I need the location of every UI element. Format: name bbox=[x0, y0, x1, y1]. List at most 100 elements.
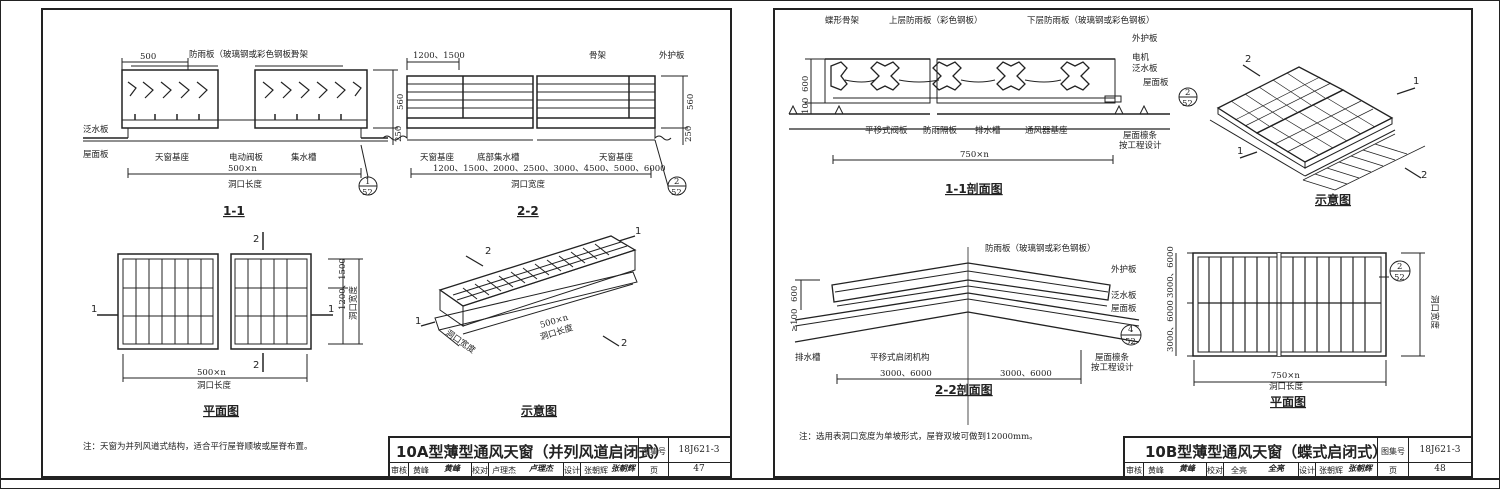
caption-section-1-1: 1-1 bbox=[223, 204, 245, 218]
reviewer-signature-b: 黄峰 bbox=[1179, 463, 1195, 473]
label-plan-length: 洞口长度 bbox=[197, 380, 232, 391]
note-10a: 注：天窗为并列风道式结构，适合平行屋脊顺坡或屋脊布置。 bbox=[83, 442, 313, 452]
plan-view-drawing bbox=[97, 232, 363, 382]
label-frame: 骨架 bbox=[291, 50, 309, 60]
designer-name-b: 张朝辉 bbox=[1319, 466, 1343, 475]
design-label-b: 设计 bbox=[1299, 466, 1315, 475]
label-upper-panel: 上层防雨板（彩色钢板） bbox=[889, 15, 983, 26]
ref-num-2-b: 2 bbox=[1185, 88, 1190, 98]
section-2-2-ridge-drawing bbox=[794, 247, 1142, 425]
label-dim-left: 3000、6000 bbox=[880, 369, 932, 379]
label-plan-dim-length: 500×n bbox=[197, 368, 226, 378]
atlas-label-b: 图集号 bbox=[1381, 447, 1405, 456]
label-plan-dim-module: 1200、1500 bbox=[338, 258, 348, 310]
reviewer-name: 黄峰 bbox=[413, 466, 429, 475]
checker-name-b: 全亮 bbox=[1231, 466, 1247, 475]
label-roof-panel-c: 屋面板 bbox=[1111, 303, 1137, 314]
atlas-number-b: 18J621-3 bbox=[1419, 445, 1461, 455]
page-number-b: 48 bbox=[1434, 464, 1446, 474]
label-purlin-note: 按工程设计 bbox=[1119, 140, 1162, 151]
label-lower-panel: 下层防雨板（玻璃钢或彩色钢板） bbox=[1027, 15, 1155, 26]
iso-b-mark-1-right: 1 bbox=[1413, 76, 1419, 87]
label-bottom-gutter: 底部集水槽 bbox=[477, 152, 520, 163]
section-1-1-butterfly-drawing bbox=[788, 58, 1198, 164]
label-plan-width: 洞口宽度 bbox=[348, 285, 359, 320]
label-flashing-b: 泛水板 bbox=[1132, 63, 1158, 74]
page-label-b: 页 bbox=[1389, 466, 1397, 475]
label-rain-panel: 防雨板（玻璃钢或彩色钢板） bbox=[189, 49, 300, 60]
atlas-label: 图集号 bbox=[642, 447, 666, 456]
section-2-2-drawing bbox=[382, 58, 688, 196]
label-drain-gutter-b: 排水槽 bbox=[795, 352, 821, 363]
label-plan-length-b: 洞口长度 bbox=[1269, 381, 1304, 392]
bottom-divider bbox=[0, 478, 1500, 480]
note-10b: 注：选用表洞口宽度为单坡形式，屋脊双坡可做到12000mm。 bbox=[799, 432, 1038, 442]
label-dim-250: 250 bbox=[394, 126, 404, 142]
atlas-number: 18J621-3 bbox=[678, 445, 720, 455]
label-dim-560: 560 bbox=[396, 94, 406, 110]
title-10b: 10B型薄型通风天窗（蝶式启闭式） bbox=[1145, 443, 1388, 461]
label-dim-widths: 1200、1500、2000、2500、3000、4500、5000、6000 bbox=[433, 164, 666, 174]
design-label: 设计 bbox=[564, 466, 580, 475]
label-dim-right: 3000、6000 bbox=[1000, 369, 1052, 379]
label-dim-500n: 500×n bbox=[228, 164, 257, 174]
label-sliding-damper: 平移式阀板 bbox=[865, 125, 908, 136]
title-block-10a: 10A型薄型通风天窗（并列风道启闭式） 图集号 18J621-3 审核 黄峰 黄… bbox=[388, 436, 730, 476]
label-rain-baffle: 防雨隔板 bbox=[923, 125, 958, 136]
ref-page-52-b: 52 bbox=[671, 188, 682, 198]
section-mark-2-bottom: 2 bbox=[253, 360, 259, 371]
caption-iso: 示意图 bbox=[520, 403, 557, 418]
ref-num-4: 4 bbox=[1128, 325, 1133, 335]
label-mechanism: 平移式启闭机构 bbox=[870, 352, 930, 363]
designer-name: 张朝辉 bbox=[584, 466, 608, 475]
label-flashing: 泛水板 bbox=[83, 124, 109, 135]
label-plan-dim-lower: 3000、6000 bbox=[1166, 300, 1176, 352]
section-1-1-drawing bbox=[83, 58, 398, 196]
iso-width-label: 洞口宽度 bbox=[443, 327, 478, 356]
drawing-10b-canvas: 蝶形骨架 上层防雨板（彩色钢板） 下层防雨板（玻璃钢或彩色钢板） 外护板 电机 … bbox=[788, 15, 1440, 425]
label-plan-dim-upper: 3000、6000 bbox=[1166, 246, 1176, 298]
page-label: 页 bbox=[650, 466, 658, 475]
iso-b-mark-1-left: 1 bbox=[1237, 146, 1243, 157]
isometric-view-drawing bbox=[420, 235, 638, 347]
section-mark-2-top: 2 bbox=[253, 234, 259, 245]
ref-num-2: 2 bbox=[674, 177, 679, 187]
iso-mark-2-top: 2 bbox=[485, 246, 491, 257]
label-dim-250-b: 250 bbox=[684, 126, 694, 142]
label-purlin-note-b: 按工程设计 bbox=[1091, 362, 1134, 373]
label-dim-ge100: ≥100 bbox=[790, 309, 800, 332]
label-purlin-b: 屋面檩条 bbox=[1095, 352, 1130, 363]
label-opening-length: 洞口长度 bbox=[228, 179, 263, 190]
drawing-10a-canvas: 500 防雨板（玻璃钢或彩色钢板） 骨架 泛水板 屋面板 天窗基座 电动阀板 集… bbox=[83, 49, 696, 418]
label-frame-2: 骨架 bbox=[589, 51, 607, 61]
reviewer-signature: 黄峰 bbox=[444, 463, 460, 473]
checker-signature-b: 全亮 bbox=[1268, 463, 1284, 473]
isometric-butterfly-drawing bbox=[1209, 64, 1426, 191]
label-base: 天窗基座 bbox=[155, 152, 190, 163]
caption-section-2-2-b: 2-2剖面图 bbox=[935, 382, 993, 397]
ref-page-52-d: 52 bbox=[1125, 337, 1136, 347]
label-base-right: 天窗基座 bbox=[599, 152, 634, 163]
label-purlin: 屋面檩条 bbox=[1123, 130, 1158, 141]
iso-mark-1-left: 1 bbox=[415, 316, 421, 327]
label-dim-560-b: 560 bbox=[686, 94, 696, 110]
label-drain-gutter: 排水槽 bbox=[975, 125, 1001, 136]
ref-page-52-c: 52 bbox=[1182, 99, 1193, 109]
drawing-sheet-10a: 500 防雨板（玻璃钢或彩色钢板） 骨架 泛水板 屋面板 天窗基座 电动阀板 集… bbox=[41, 8, 732, 478]
label-dim-600: 600 bbox=[801, 76, 811, 92]
page-number: 47 bbox=[693, 464, 705, 474]
caption-section-1-1-b: 1-1剖面图 bbox=[945, 181, 1003, 196]
ref-num-2-plan: 2 bbox=[1397, 262, 1402, 272]
drawing-sheet-10b: 蝶形骨架 上层防雨板（彩色钢板） 下层防雨板（玻璃钢或彩色钢板） 外护板 电机 … bbox=[773, 8, 1473, 478]
label-flashing-c: 泛水板 bbox=[1111, 290, 1137, 301]
label-roof-panel: 屋面板 bbox=[83, 149, 109, 160]
section-mark-1-right: 1 bbox=[328, 304, 334, 315]
section-mark-1-left: 1 bbox=[91, 304, 97, 315]
label-outer-panel-c: 外护板 bbox=[1111, 264, 1137, 275]
review-label-b: 审核 bbox=[1126, 466, 1142, 475]
caption-plan: 平面图 bbox=[203, 404, 239, 418]
label-outer-panel-b: 外护板 bbox=[1132, 33, 1158, 44]
iso-mark-1-right: 1 bbox=[635, 226, 641, 237]
label-damper: 电动阀板 bbox=[229, 152, 264, 163]
label-vent-base: 通风器基座 bbox=[1025, 125, 1068, 136]
